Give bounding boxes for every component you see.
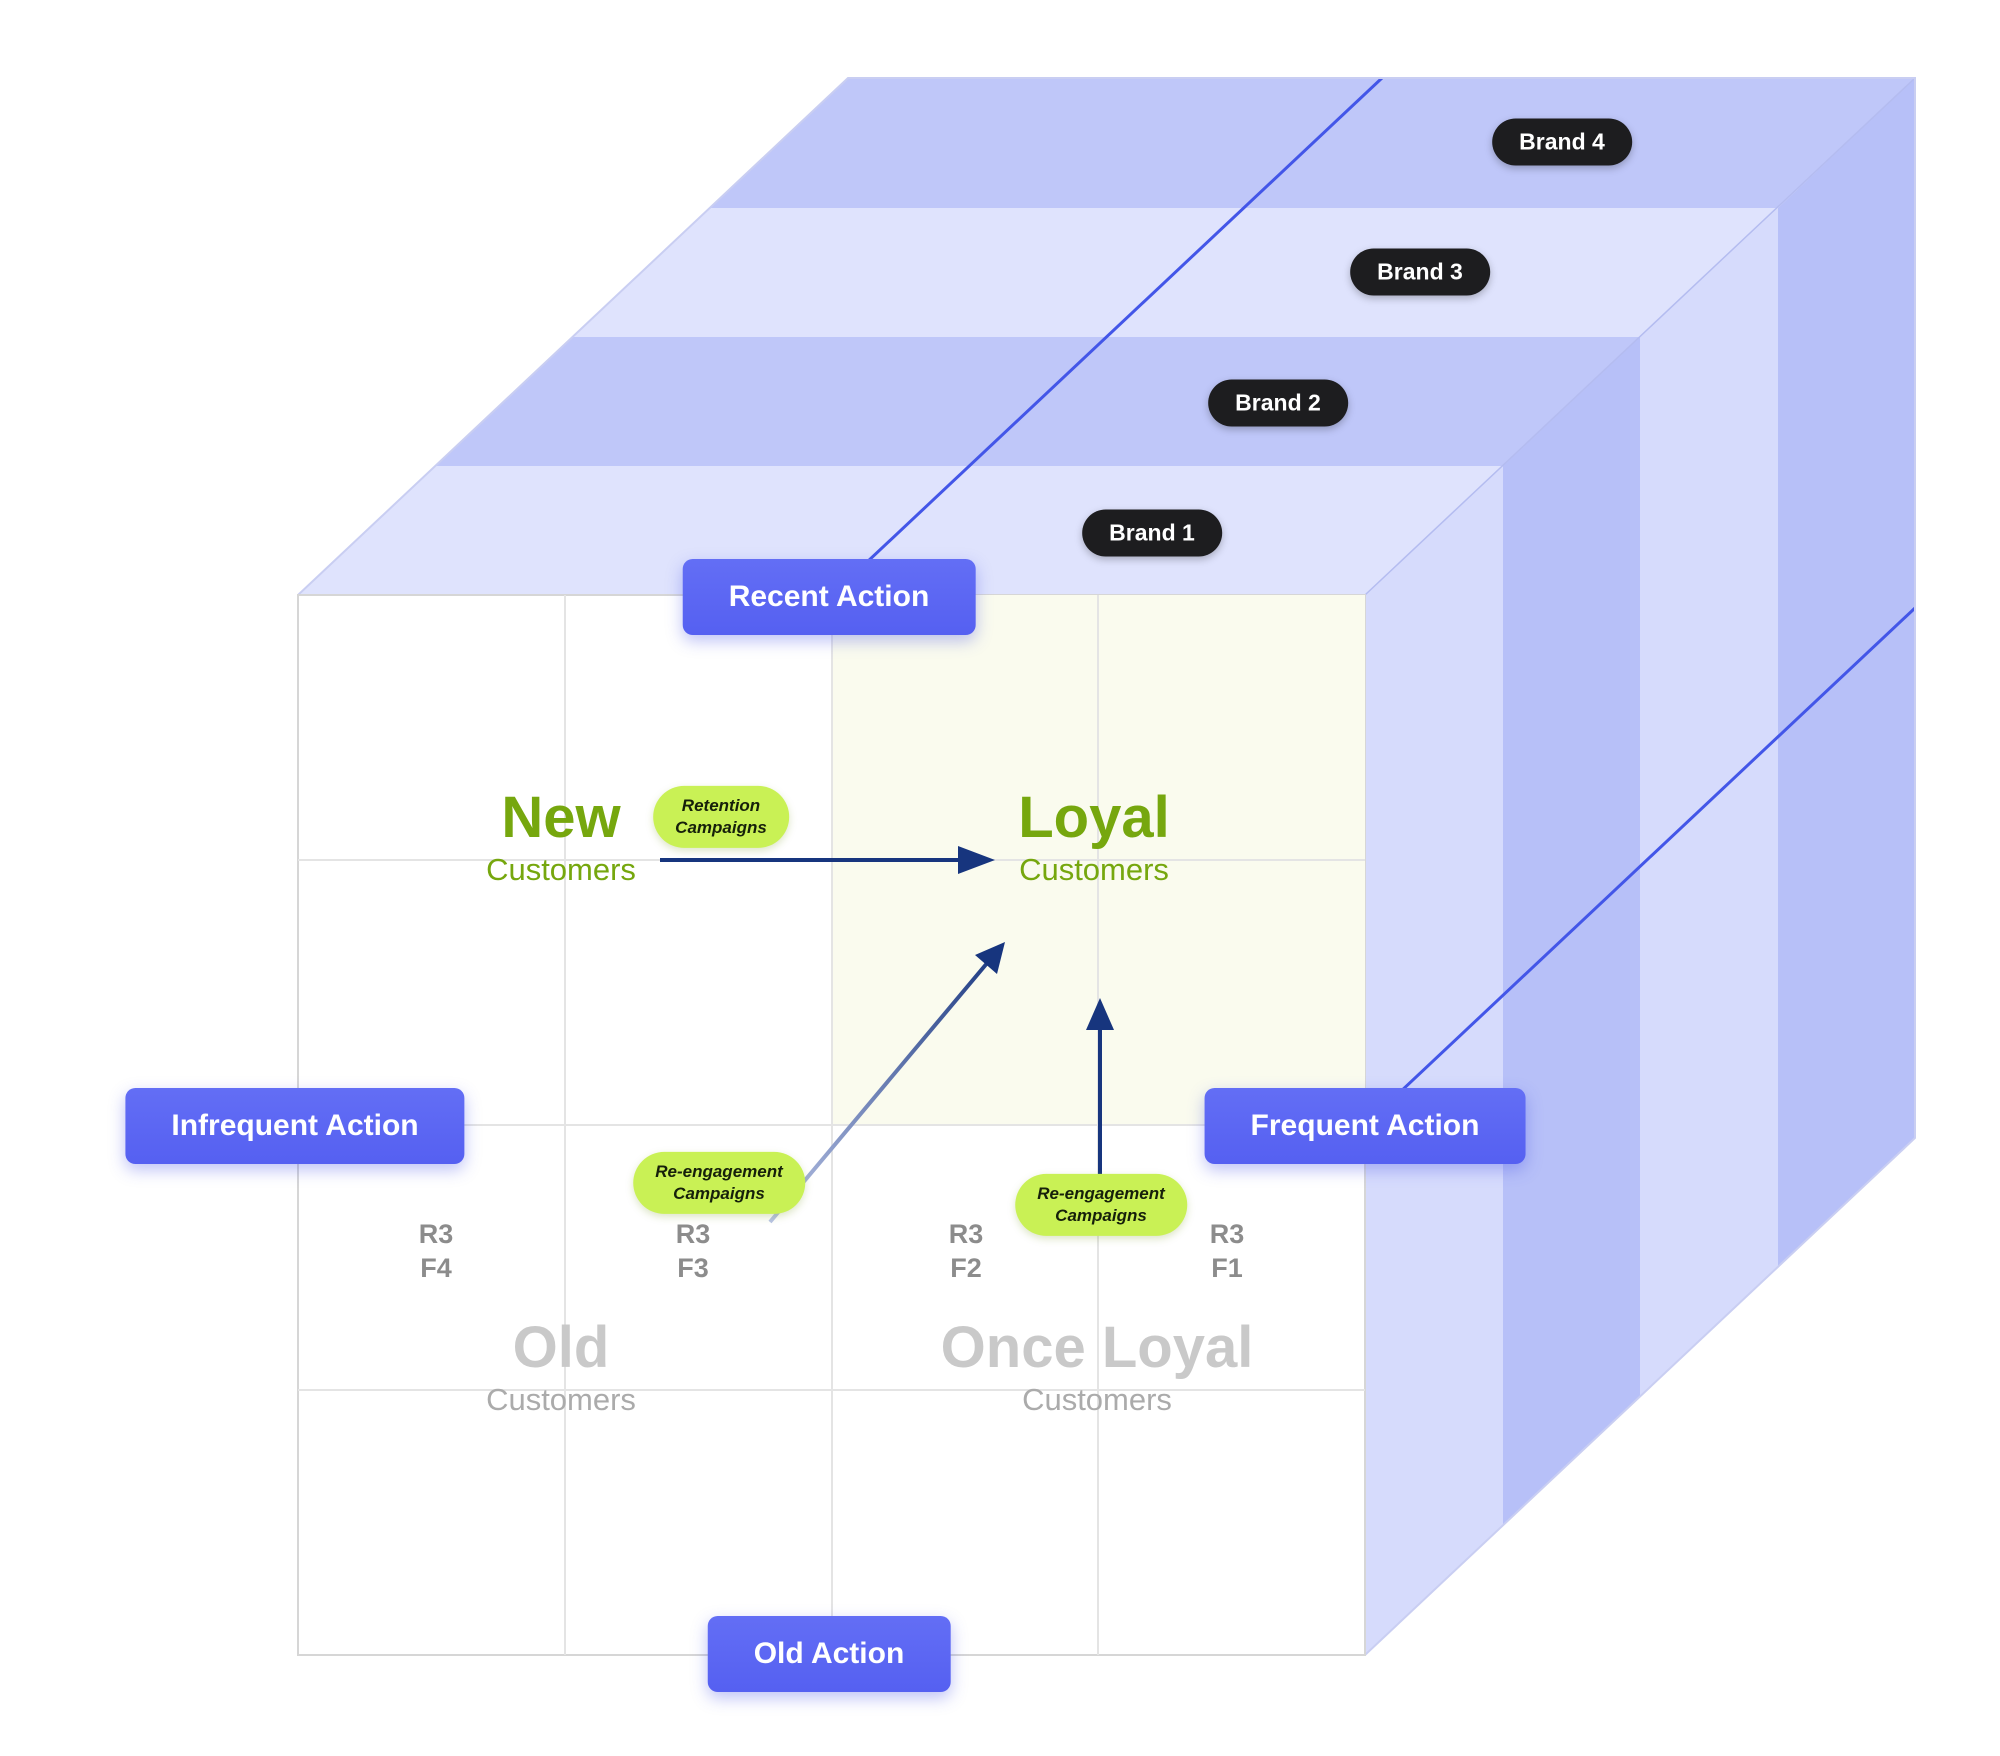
campaign-pill-reengagement-right: Re-engagement Campaigns	[1015, 1173, 1187, 1237]
quadrant-subtitle: Customers	[1019, 852, 1169, 887]
quadrant-title: Once Loyal	[940, 1315, 1254, 1380]
rf-recency: R3	[1209, 1219, 1245, 1249]
rf-frequency: F2	[950, 1253, 982, 1283]
quadrant-subtitle: Customers	[486, 852, 636, 887]
campaign-line2: Campaigns	[675, 818, 767, 837]
top-face-divider-line	[830, 76, 1384, 597]
rf-label-r3-f4: R3 F4	[419, 1217, 454, 1285]
rf-recency: R3	[948, 1219, 984, 1249]
quadrant-new-customers: New Customers	[486, 786, 636, 890]
quadrant-old-customers: Old Customers	[486, 1316, 636, 1420]
quadrant-title: Old	[512, 1315, 610, 1380]
cube-front-face	[297, 594, 1366, 1656]
axis-pill-frequent-action: Frequent Action	[1204, 1088, 1526, 1164]
arrow-new-to-loyal	[660, 846, 995, 874]
brand-pill-1: Brand 1	[1082, 509, 1222, 557]
quadrant-subtitle: Customers	[486, 1382, 636, 1417]
campaign-pill-reengagement-left: Re-engagement Campaigns	[633, 1151, 805, 1215]
campaign-pill-retention: Retention Campaigns	[653, 785, 789, 849]
rf-frequency: F4	[420, 1253, 452, 1283]
rf-frequency: F3	[677, 1253, 709, 1283]
quadrant-subtitle: Customers	[1022, 1382, 1172, 1417]
top-right-edge	[1364, 77, 1916, 596]
rf-label-r3-f3: R3 F3	[676, 1217, 711, 1285]
rf-recency: R3	[418, 1219, 454, 1249]
campaign-line1: Re-engagement	[655, 1161, 783, 1181]
quadrant-once-loyal-customers: Once Loyal Customers	[941, 1316, 1254, 1420]
quadrant-title: Loyal	[1018, 785, 1170, 850]
axis-pill-recent-action: Recent Action	[682, 559, 976, 635]
arrow-old-to-loyal	[768, 942, 1005, 1224]
axis-pill-infrequent-action: Infrequent Action	[125, 1088, 465, 1164]
quadrant-loyal-customers: Loyal Customers	[1018, 786, 1170, 890]
axis-pill-old-action: Old Action	[707, 1616, 951, 1692]
rf-label-r3-f1: R3 F1	[1210, 1217, 1245, 1285]
rf-recency: R3	[675, 1219, 711, 1249]
campaign-line2: Campaigns	[1055, 1206, 1147, 1225]
campaign-line1: Retention	[681, 795, 761, 815]
campaign-line2: Campaigns	[673, 1184, 765, 1203]
rf-frequency: F1	[1211, 1253, 1243, 1283]
brand-pill-4: Brand 4	[1492, 118, 1632, 166]
brand-pill-2: Brand 2	[1208, 379, 1348, 427]
quadrant-title: New	[501, 785, 621, 850]
campaign-line1: Re-engagement	[1037, 1183, 1165, 1203]
brand-pill-3: Brand 3	[1350, 248, 1490, 296]
right-face-divider-line	[1363, 606, 1917, 1127]
arrow-onceloyal-to-loyal	[1086, 998, 1114, 1190]
rf-label-r3-f2: R3 F2	[949, 1217, 984, 1285]
